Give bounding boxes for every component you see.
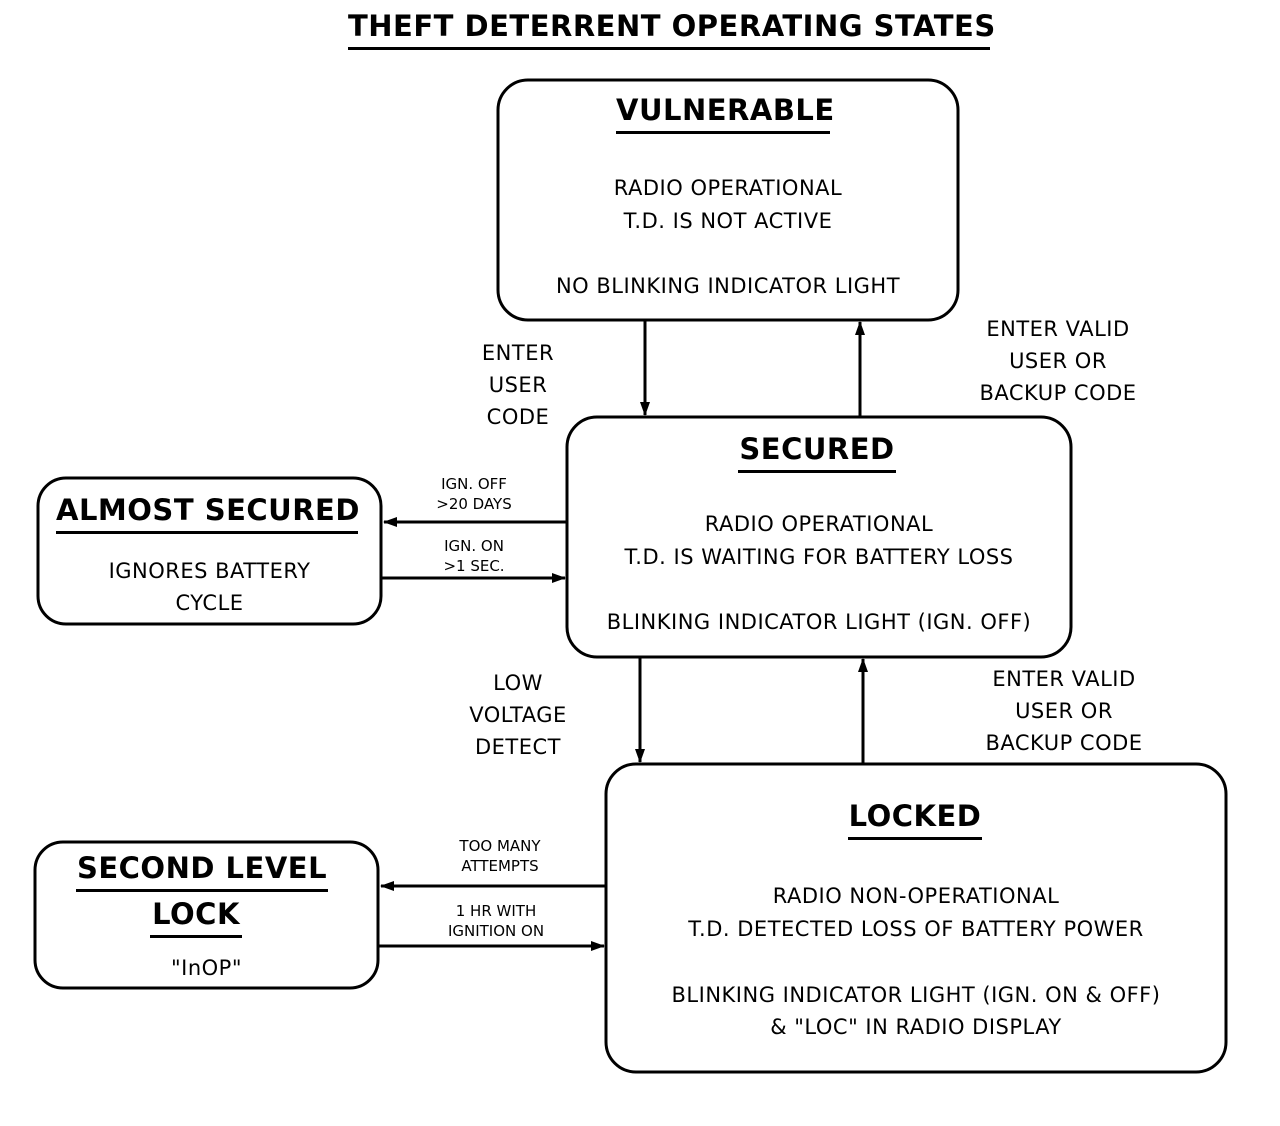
second-level-lock-title-1: SECOND LEVEL	[76, 854, 328, 892]
label-too-many-attempts: TOO MANY ATTEMPTS	[436, 836, 564, 876]
label-valid-code-bottom: ENTER VALID USER OR BACKUP CODE	[974, 663, 1154, 759]
locked-line-1: RADIO NON-OPERATIONAL	[772, 884, 1060, 908]
label-line: DETECT	[474, 735, 562, 759]
vulnerable-line-3: NO BLINKING INDICATOR LIGHT	[555, 274, 901, 298]
label-line: CODE	[486, 405, 550, 429]
vulnerable-title: VULNERABLE	[616, 96, 834, 134]
label-line: LOW	[493, 671, 543, 695]
secured-box	[565, 415, 1073, 659]
label-line: USER OR	[1009, 349, 1107, 373]
almost-secured-line-1: IGNORES BATTERY	[108, 559, 311, 583]
second-level-lock-box	[33, 840, 380, 990]
label-line: ENTER VALID	[992, 667, 1136, 691]
vulnerable-box	[496, 78, 960, 322]
secured-line-2: T.D. IS WAITING FOR BATTERY LOSS	[624, 545, 1014, 569]
label-line: IGN. ON	[444, 537, 504, 555]
label-line: >20 DAYS	[436, 495, 512, 513]
label-line: >1 SEC.	[443, 557, 505, 575]
almost-secured-box	[36, 476, 383, 626]
diagram-title: THEFT DETERRENT OPERATING STATES	[348, 12, 995, 50]
label-ign-off: IGN. OFF >20 DAYS	[418, 474, 530, 514]
label-line: 1 HR WITH	[455, 902, 537, 920]
almost-secured-title: ALMOST SECURED	[56, 496, 359, 534]
label-one-hr-ignition: 1 HR WITH IGNITION ON	[426, 901, 566, 941]
locked-line-4: & "LOC" IN RADIO DISPLAY	[770, 1015, 1062, 1039]
vulnerable-line-1: RADIO OPERATIONAL	[613, 176, 843, 200]
secured-line-3: BLINKING INDICATOR LIGHT (IGN. OFF)	[606, 610, 1032, 634]
label-line: USER	[488, 373, 548, 397]
secured-line-1: RADIO OPERATIONAL	[704, 512, 934, 536]
label-enter-user-code: ENTER USER CODE	[466, 337, 570, 433]
label-line: IGNITION ON	[447, 922, 545, 940]
label-line: ENTER VALID	[986, 317, 1130, 341]
label-line: BACKUP CODE	[979, 381, 1137, 405]
locked-line-2: T.D. DETECTED LOSS OF BATTERY POWER	[688, 917, 1144, 941]
second-level-lock-title-2: LOCK	[150, 900, 242, 938]
locked-line-3: BLINKING INDICATOR LIGHT (IGN. ON & OFF)	[671, 983, 1161, 1007]
label-line: USER OR	[1015, 699, 1113, 723]
label-low-voltage: LOW VOLTAGE DETECT	[460, 667, 576, 763]
second-level-lock-line-1: "InOP"	[170, 956, 242, 980]
label-line: TOO MANY	[459, 837, 541, 855]
label-line: ENTER	[481, 341, 555, 365]
label-line: IGN. OFF	[441, 475, 507, 493]
secured-title: SECURED	[738, 435, 896, 473]
locked-title: LOCKED	[848, 802, 982, 840]
label-line: VOLTAGE	[469, 703, 567, 727]
label-ign-on: IGN. ON >1 SEC.	[418, 536, 530, 576]
vulnerable-line-2: T.D. IS NOT ACTIVE	[623, 209, 833, 233]
locked-box	[604, 762, 1228, 1074]
almost-secured-line-2: CYCLE	[175, 591, 244, 615]
label-line: ATTEMPTS	[461, 857, 539, 875]
label-line: BACKUP CODE	[985, 731, 1143, 755]
label-valid-code-top: ENTER VALID USER OR BACKUP CODE	[968, 313, 1148, 409]
